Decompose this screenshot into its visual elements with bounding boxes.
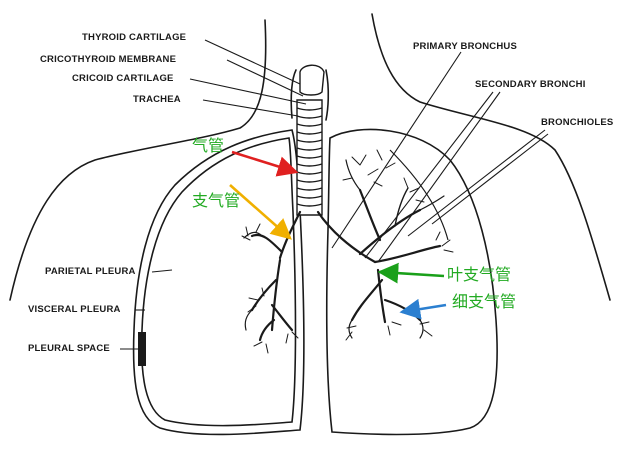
leader-secondary-bronchi-1 <box>364 91 494 259</box>
label-trachea: TRACHEA <box>133 94 181 105</box>
leader-bronchioles-2 <box>431 133 549 225</box>
neck-left <box>290 69 297 119</box>
annotation-bronchus-zh: 支气管 <box>192 191 241 210</box>
label-parietal-pleura: PARIETAL PLEURA <box>45 266 136 277</box>
arrow-trachea <box>231 150 299 177</box>
label-visceral-pleura: VISCERAL PLEURA <box>28 304 121 315</box>
trachea-group <box>296 64 325 216</box>
leader-lines <box>120 39 549 350</box>
label-primary-bronchus: PRIMARY BRONCHUS <box>413 41 518 52</box>
leader-thyroid <box>204 39 301 85</box>
leader-cricothyroid <box>226 59 304 97</box>
leader-secondary-bronchi-2 <box>377 91 501 263</box>
label-pleural-space: PLEURAL SPACE <box>28 343 110 354</box>
leader-bronchioles-1 <box>407 129 546 237</box>
label-thyroid-cartilage: THYROID CARTILAGE <box>82 32 187 43</box>
right-lung <box>132 129 305 436</box>
neck-right <box>325 69 330 121</box>
annotation-lobar-bronchus-zh: 叶支气管 <box>447 265 512 284</box>
pleural-space-marker <box>138 332 146 366</box>
bronchiole-twigs <box>241 149 454 354</box>
visceral-pleura-outline <box>140 137 297 427</box>
left-lung <box>326 128 498 436</box>
bronchial-tree <box>241 149 454 354</box>
arrow-bronchus <box>229 184 292 240</box>
label-secondary-bronchi: SECONDARY BRONCHI <box>475 79 586 90</box>
arrow-lobar-bronchus <box>377 262 445 284</box>
parietal-pleura-outline <box>132 129 305 436</box>
leader-parietal <box>151 269 173 273</box>
left-lung-outline <box>326 128 498 436</box>
label-cricoid-cartilage: CRICOID CARTILAGE <box>72 73 174 84</box>
body-outline-left <box>9 19 267 301</box>
thyroid-cartilage <box>299 64 325 96</box>
label-bronchioles: BRONCHIOLES <box>541 117 614 128</box>
annotation-trachea-zh: 气管 <box>192 136 225 155</box>
leader-cricoid <box>189 78 307 105</box>
leader-trachea <box>202 99 299 117</box>
left-lung-fissure <box>389 149 449 241</box>
annotation-bronchiole-zh: 细支气管 <box>452 292 517 311</box>
arrow-bronchiole <box>399 298 447 320</box>
leader-primary-bronchus <box>331 51 462 249</box>
trachea-rings <box>296 107 323 207</box>
body-outline-right <box>371 13 611 301</box>
label-cricothyroid-membrane: CRICOTHYROID MEMBRANE <box>40 54 177 65</box>
